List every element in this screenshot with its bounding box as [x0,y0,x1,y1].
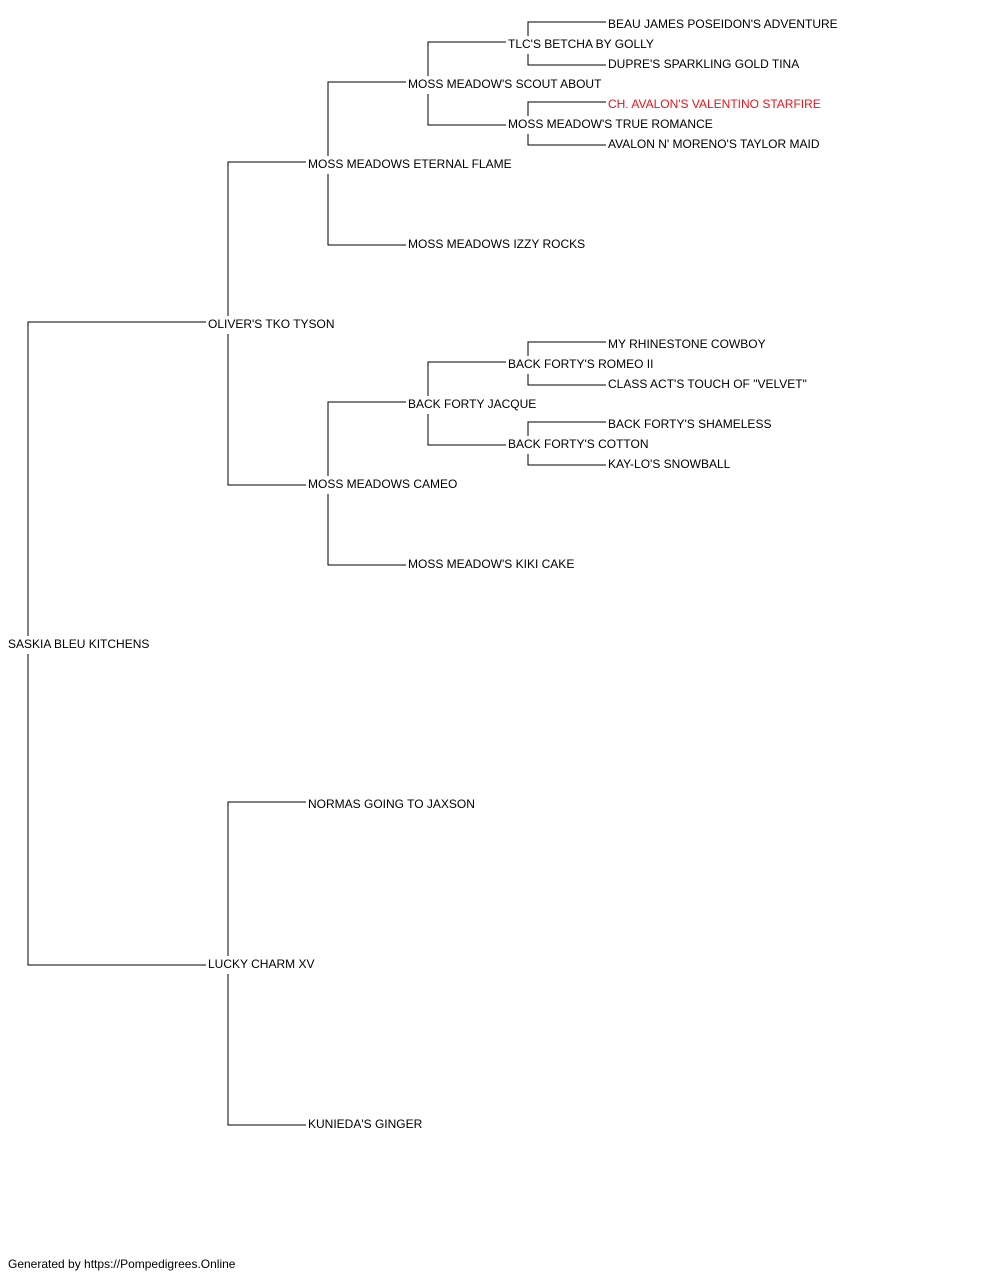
ss-sire-name: MOSS MEADOW'S SCOUT ABOUT [408,77,602,91]
connector-ss-sire [327,81,406,156]
connector-sire-sire [227,161,306,316]
connector-sd-sire [327,401,406,476]
connector-g5-8 [527,454,606,466]
connector-g5-5 [527,341,606,356]
subject-name: SASKIA BLEU KITCHENS [8,637,150,651]
ss-dam-name: MOSS MEADOWS IZZY ROCKS [408,237,586,251]
g5-name-7: BACK FORTY'S SHAMELESS [608,417,772,431]
connector-ss-dam [327,174,406,246]
sss-dam-name: MOSS MEADOW'S TRUE ROMANCE [508,117,713,131]
g5-name-1: BEAU JAMES POSEIDON'S ADVENTURE [608,17,838,31]
sire-dam-name: MOSS MEADOWS CAMEO [308,477,458,491]
connector-sds-sire [427,361,506,396]
connector-dam-dam [227,974,306,1126]
connector-g5-7 [527,421,606,436]
dam-name: LUCKY CHARM XV [208,957,315,971]
connector-sss-sire [427,41,506,76]
dam-dam-name: KUNIEDA'S GINGER [308,1117,423,1131]
connector-g5-4 [527,134,606,146]
connector-sss-dam [427,94,506,126]
sds-dam-name: BACK FORTY'S COTTON [508,437,649,451]
connector-sds-dam [427,414,506,446]
connector-sd-dam [327,494,406,566]
g5-name-8: KAY-LO'S SNOWBALL [608,457,731,471]
g5-name-5: MY RHINESTONE COWBOY [608,337,766,351]
connector-g5-1 [527,21,606,36]
g5-name-6: CLASS ACT'S TOUCH OF "VELVET" [608,377,807,391]
sds-sire-name: BACK FORTY'S ROMEO II [508,357,654,371]
sire-sire-name: MOSS MEADOWS ETERNAL FLAME [308,157,512,171]
g5-name-4: AVALON N' MORENO'S TAYLOR MAID [608,137,820,151]
footer-credit: Generated by https://Pompedigrees.Online [8,1257,236,1271]
g5-name-2: DUPRE'S SPARKLING GOLD TINA [608,57,800,71]
sss-sire-name: TLC'S BETCHA BY GOLLY [508,37,654,51]
connector-g5-2 [527,54,606,66]
connector-dam-sire [227,801,306,956]
connector-g5-3 [527,101,606,116]
dam-sire-name: NORMAS GOING TO JAXSON [308,797,475,811]
connector-subject-dam [27,654,206,966]
sd-dam-name: MOSS MEADOW'S KIKI CAKE [408,557,575,571]
g5-name-3-champion: CH. AVALON'S VALENTINO STARFIRE [608,97,821,111]
connector-sire-dam [227,334,306,486]
connector-subject-sire [27,321,206,636]
sire-name: OLIVER'S TKO TYSON [208,317,335,331]
sd-sire-name: BACK FORTY JACQUE [408,397,537,411]
connector-g5-6 [527,374,606,386]
